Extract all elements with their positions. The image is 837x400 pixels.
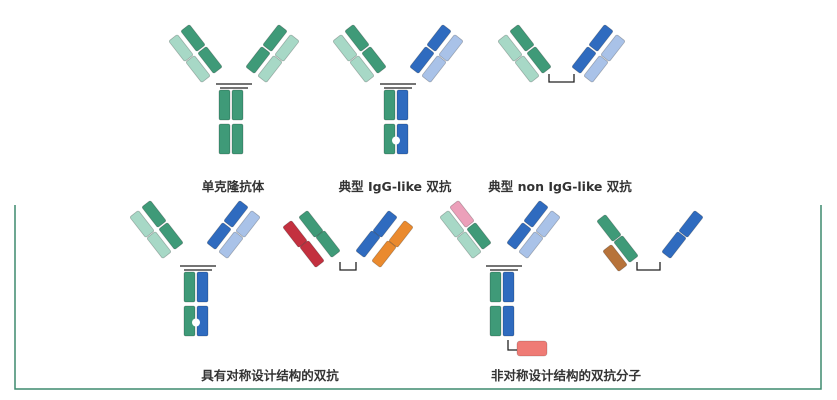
mab-arm-domain-3 bbox=[197, 46, 223, 74]
molecule-symmetric-tandem bbox=[282, 210, 414, 271]
asym-arm-domain-7 bbox=[506, 222, 532, 250]
sym-arm-domain-1 bbox=[146, 231, 172, 259]
sym-arm-domain-4 bbox=[235, 210, 261, 238]
igg-fc-col0-domain0 bbox=[383, 89, 396, 121]
mab-fc-col1-domain0 bbox=[231, 89, 244, 121]
igg-arm-domain-6 bbox=[426, 24, 452, 52]
igg-arm-domain-1 bbox=[349, 55, 375, 83]
igg-arm-domain-0 bbox=[332, 34, 358, 62]
igg-fc-col1-domain0 bbox=[396, 89, 409, 121]
sym-arm-domain-0 bbox=[129, 210, 155, 238]
sym-arm-domain-6 bbox=[223, 200, 249, 228]
asym-fc-col0-domain1 bbox=[489, 305, 502, 337]
asym-fc-col1-domain0 bbox=[502, 271, 515, 303]
non-igg-arm-domain-1 bbox=[514, 55, 540, 83]
tandem-linker bbox=[339, 262, 357, 271]
non-igg-arm-domain-0 bbox=[497, 34, 523, 62]
asym-arm-domain-0 bbox=[439, 210, 465, 238]
asym-arm-domain-4 bbox=[535, 210, 561, 238]
frag-arm-domain-1 bbox=[602, 244, 628, 272]
frag-linker bbox=[636, 262, 661, 271]
mab-arm-domain-7 bbox=[245, 46, 271, 74]
sym-fc-col1-domain0 bbox=[196, 271, 209, 303]
mab-arm-domain-1 bbox=[185, 55, 211, 83]
tandem-arm-domain-3 bbox=[315, 230, 341, 258]
asym-fc-col0-domain0 bbox=[489, 271, 502, 303]
molecule-symmetric-bispecific bbox=[129, 200, 261, 337]
non-igg-linker bbox=[548, 74, 575, 83]
non-igg-arm-domain-4 bbox=[600, 34, 626, 62]
frag-arm-domain-0 bbox=[596, 214, 622, 242]
mab-arm-domain-5 bbox=[257, 55, 283, 83]
sym-arm-domain-2 bbox=[141, 200, 167, 228]
mab-arm-domain-4 bbox=[274, 34, 300, 62]
molecule-monoclonal-antibody bbox=[168, 24, 300, 155]
asym-fusion-domain bbox=[516, 340, 548, 357]
mab-fc-col0-domain1 bbox=[218, 123, 231, 155]
label-typical-igg-like-bispecific: 典型 IgG-like 双抗 bbox=[338, 179, 452, 194]
mab-fc-col1-domain1 bbox=[231, 123, 244, 155]
label-typical-non-igg-like-bispecific: 典型 non IgG-like 双抗 bbox=[488, 179, 632, 194]
frag-arm-domain-4 bbox=[661, 231, 687, 259]
tandem-arm-domain-4 bbox=[388, 220, 414, 248]
label-asymmetric-bispecific: 非对称设计结构的双抗分子 bbox=[490, 368, 642, 383]
non-igg-arm-domain-7 bbox=[571, 46, 597, 74]
sym-fc-col0-domain0 bbox=[183, 271, 196, 303]
igg-arm-domain-5 bbox=[421, 55, 447, 83]
igg-arm-domain-4 bbox=[438, 34, 464, 62]
label-symmetric-bispecific: 具有对称设计结构的双抗 bbox=[201, 368, 339, 383]
asym-arm-domain-2 bbox=[449, 200, 475, 228]
asym-arm-domain-6 bbox=[523, 200, 549, 228]
tandem-arm-domain-6 bbox=[371, 240, 397, 268]
panel-frame bbox=[14, 205, 822, 390]
mab-arm-domain-2 bbox=[180, 24, 206, 52]
igg-arm-domain-7 bbox=[409, 46, 435, 74]
asym-arm-domain-1 bbox=[456, 231, 482, 259]
tandem-arm-domain-1 bbox=[298, 210, 324, 238]
sym-arm-domain-7 bbox=[206, 222, 232, 250]
non-igg-arm-domain-6 bbox=[588, 24, 614, 52]
asym-arm-domain-5 bbox=[518, 231, 544, 259]
mab-arm-domain-0 bbox=[168, 34, 194, 62]
tandem-arm-domain-0 bbox=[282, 220, 308, 248]
tandem-arm-domain-2 bbox=[299, 240, 325, 268]
mab-arm-domain-6 bbox=[262, 24, 288, 52]
sym-arm-domain-3 bbox=[158, 222, 184, 250]
frag-arm-domain-3 bbox=[678, 210, 704, 238]
asym-arm-domain-3 bbox=[466, 222, 492, 250]
asym-fusion-linker bbox=[507, 340, 518, 351]
sym-arm-domain-5 bbox=[218, 231, 244, 259]
igg-arm-domain-3 bbox=[361, 46, 387, 74]
tandem-arm-domain-5 bbox=[372, 210, 398, 238]
non-igg-arm-domain-2 bbox=[509, 24, 535, 52]
asym-fc-col1-domain1 bbox=[502, 305, 515, 337]
molecule-non-igg-like-bispecific bbox=[497, 24, 626, 83]
tandem-arm-domain-7 bbox=[355, 230, 381, 258]
molecule-asymmetric-bispecific bbox=[439, 200, 561, 357]
sym-knob-into-hole bbox=[192, 318, 200, 327]
frag-arm-domain-2 bbox=[613, 235, 639, 263]
non-igg-arm-domain-5 bbox=[583, 55, 609, 83]
non-igg-arm-domain-3 bbox=[526, 46, 552, 74]
igg-knob-into-hole bbox=[392, 136, 400, 145]
igg-arm-domain-2 bbox=[344, 24, 370, 52]
molecule-asymmetric-fragment bbox=[596, 210, 704, 272]
label-monoclonal-antibody: 单克隆抗体 bbox=[201, 179, 265, 194]
molecule-igg-like-bispecific bbox=[332, 24, 464, 155]
mab-fc-col0-domain0 bbox=[218, 89, 231, 121]
